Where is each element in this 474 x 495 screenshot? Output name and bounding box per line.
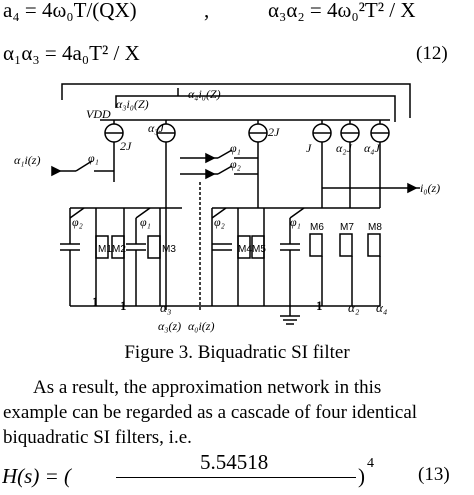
equation-13-numerator: 5.54518 [200, 452, 269, 474]
label-phi1-input: φ₁ [88, 151, 99, 165]
label-bottom-a2: α₂ [348, 300, 360, 315]
equation-13-exponent: 4 [367, 456, 374, 471]
label-one-c: 1 [316, 298, 323, 313]
transistor-m5 [251, 235, 265, 259]
label-one-a: 1 [92, 294, 99, 309]
equation-13: H(s) = ( 5.54518 ) 4 (13) [2, 452, 474, 495]
label-m5: M5 [252, 244, 266, 255]
label-one-b: 1 [120, 298, 127, 313]
label-a4i0: α₄i₀(Z) [188, 87, 221, 101]
fraction-bar [116, 477, 356, 478]
label-a3j: α₃J [148, 121, 164, 135]
label-m6: M6 [310, 222, 324, 233]
equation-comma: , [204, 0, 210, 22]
equation-a3a2: α₃α₂ = 4ω₀²T² / X [268, 0, 416, 22]
label-m1: M1 [98, 244, 112, 255]
label-phi1-middle: φ₁ [290, 215, 301, 229]
label-bottom-a3z: α₃(z) [158, 319, 181, 333]
transistor-m4 [237, 235, 251, 259]
label-phi2-left: φ₂ [72, 215, 83, 229]
label-m3: M3 [162, 244, 176, 255]
paragraph-line-1: As a result, the approximation network i… [33, 377, 382, 398]
label-m2: M2 [112, 244, 126, 255]
transistor-m8 [367, 233, 381, 257]
label-m8: M8 [368, 222, 382, 233]
label-a3i0: α₃i₀(Z) [116, 97, 149, 111]
equation-a1a3: α₁α₃ = 4a₀T² / X [3, 41, 140, 65]
figure-caption: Figure 3. Biquadratic SI filter [124, 342, 350, 363]
transistor-m7 [339, 233, 353, 257]
feedback-wire-inner [115, 95, 396, 122]
label-j: J [306, 141, 312, 155]
label-phi1-left: φ₁ [140, 215, 151, 229]
label-a4j: α₄J [364, 141, 380, 155]
equation-13-close: ) [358, 464, 365, 488]
label-m4: M4 [238, 244, 252, 255]
transistor-m2 [111, 235, 125, 259]
equation-number-12: (12) [416, 43, 448, 64]
equation-a4: a₄ = 4ω₀T/(QX) [3, 0, 137, 22]
label-phi1-mid: φ₁ [230, 141, 241, 155]
paragraph-line-3: biquadratic SI filters, i.e. [3, 427, 192, 448]
label-phi2-mid: φ₂ [230, 157, 241, 171]
label-bottom-a4: α₄ [376, 300, 388, 315]
transistor-m1 [95, 235, 109, 259]
biquadratic-si-filter-circuit: α₃i₀(Z) α₄i₀(Z) VDD α₁i(z) φ₁ 2J α₃J 2J … [14, 83, 440, 333]
transistor-m6 [309, 233, 323, 257]
transistor-m3 [147, 235, 161, 259]
label-bottom-a3: α₃ [160, 300, 171, 315]
label-a2j: α₂J [336, 141, 352, 155]
label-input: α₁i(z) [14, 153, 40, 167]
paragraph-line-2: example can be regarded as a cascade of … [3, 402, 418, 423]
label-vdd: VDD [86, 107, 111, 121]
label-phi2-middle: φ₂ [214, 215, 225, 229]
body-paragraph: As a result, the approximation network i… [3, 375, 471, 450]
equation-13-lhs: H(s) = ( [2, 464, 71, 488]
label-m7: M7 [340, 222, 354, 233]
label-2j-right: 2J [268, 125, 280, 139]
label-i0-out: i₀(z) [420, 181, 440, 195]
feedback-wire-outer [61, 83, 411, 118]
equation-13-number: (13) [418, 464, 450, 485]
label-bottom-a0iz: α₀i(z) [188, 319, 214, 333]
label-2j-left: 2J [120, 139, 132, 153]
